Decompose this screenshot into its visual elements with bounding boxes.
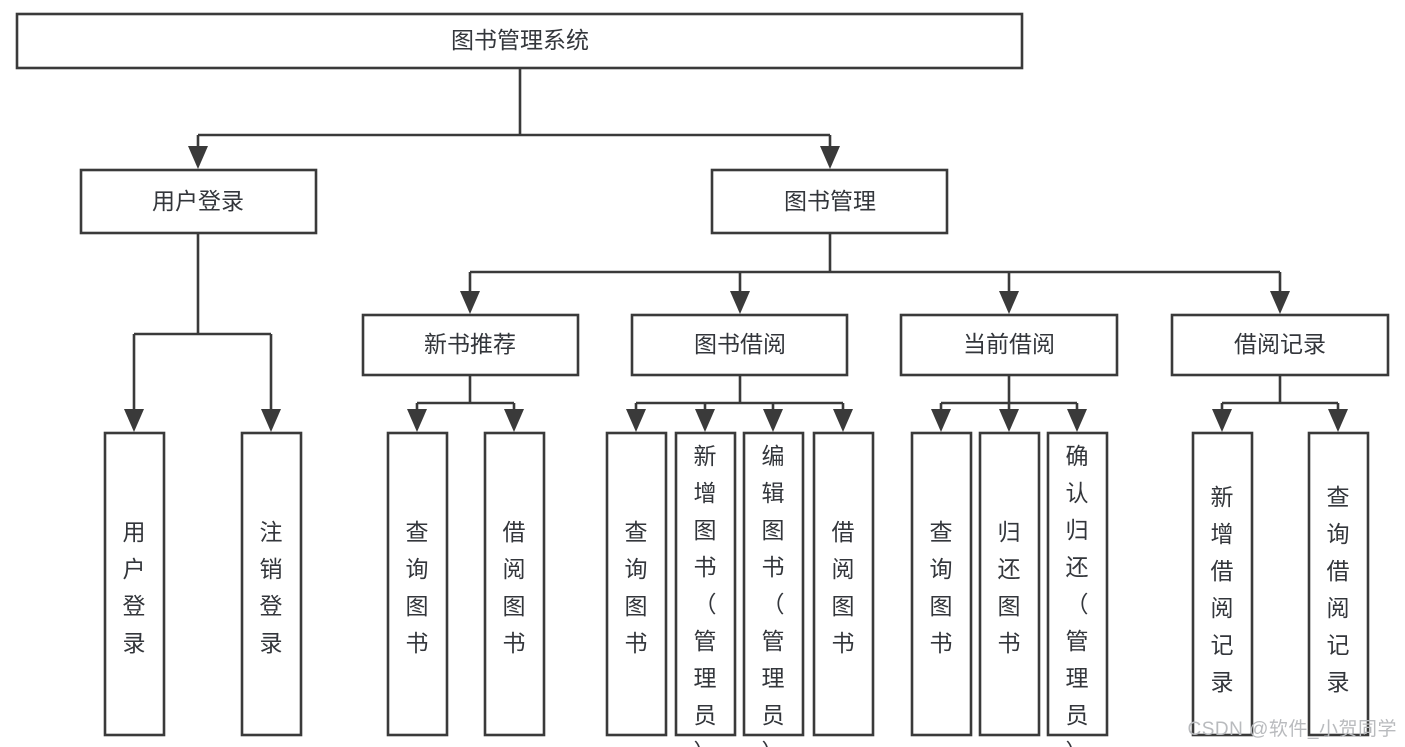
csdn-watermark: CSDN @软件_小贺同学 <box>1187 719 1397 740</box>
node-label-borrow-record: 借阅记录 <box>1234 331 1326 357</box>
leaf-label-add-book: 新增图书（管理员） <box>694 443 717 747</box>
node-borrow-record[interactable]: 借阅记录 <box>1170 313 1390 377</box>
node-box-root[interactable] <box>15 12 1024 70</box>
leaf-query-book-current[interactable]: 查询图书 <box>910 431 973 737</box>
arrow-head-book-borrow <box>730 291 750 314</box>
arrow-head-leaf-query-book-3 <box>931 409 951 432</box>
arrow-head-leaf-confirm-return <box>1067 409 1087 432</box>
arrow-head-leaf-query-record <box>1328 409 1348 432</box>
arrow-head-user-login <box>188 146 208 169</box>
arrow-head-current-borrow <box>999 291 1019 314</box>
leaf-box-query-record[interactable] <box>1307 431 1370 737</box>
node-box-current-borrow[interactable] <box>899 313 1119 377</box>
leaf-label-borrow-book-2: 借阅图书 <box>832 519 855 656</box>
leaf-query-book-recommend[interactable]: 查询图书 <box>386 431 449 737</box>
connector-layer <box>124 68 1348 432</box>
node-new-book-recommend[interactable]: 新书推荐 <box>361 313 580 377</box>
arrow-head-leaf-add-record <box>1212 409 1232 432</box>
leaf-box-borrow-book-2[interactable] <box>812 431 875 737</box>
leaf-label-query-book-1: 查询图书 <box>406 519 429 656</box>
leaf-box-confirm-return[interactable] <box>1046 431 1109 737</box>
leaf-box-query-book-2[interactable] <box>605 431 668 737</box>
leaf-borrow-book-borrow[interactable]: 借阅图书 <box>812 431 875 737</box>
arrow-head-leaf-borrow-book-1 <box>504 409 524 432</box>
node-label-current-borrow: 当前借阅 <box>963 331 1055 357</box>
arrow-head-leaf-edit-book <box>763 409 783 432</box>
leaf-query-book-borrow[interactable]: 查询图书 <box>605 431 668 737</box>
leaf-user-login[interactable]: 用户登录 <box>103 431 166 737</box>
leaf-label-add-record: 新增借阅记录 <box>1211 484 1234 695</box>
arrow-head-leaf-borrow-book-2 <box>833 409 853 432</box>
arrow-head-leaf-query-book-2 <box>626 409 646 432</box>
node-box-book-borrow[interactable] <box>630 313 849 377</box>
leaf-logout[interactable]: 注销登录 <box>240 431 303 737</box>
leaf-label-return-book: 归还图书 <box>998 519 1021 656</box>
node-label-user-login: 用户登录 <box>152 188 244 214</box>
leaf-box-query-book-3[interactable] <box>910 431 973 737</box>
node-box-book-management[interactable] <box>710 168 949 235</box>
node-box-user-login[interactable] <box>79 168 318 235</box>
node-book-management[interactable]: 图书管理 <box>710 168 949 235</box>
arrow-head-borrow-record <box>1270 291 1290 314</box>
leaf-label-query-record: 查询借阅记录 <box>1327 484 1350 695</box>
node-label-book-borrow: 图书借阅 <box>694 331 786 357</box>
arrow-head-leaf-user-login <box>124 409 144 432</box>
leaf-edit-book-admin[interactable]: 编辑图书（管理员） <box>742 431 805 747</box>
node-user-login[interactable]: 用户登录 <box>79 168 318 235</box>
leaf-box-user-login[interactable] <box>103 431 166 737</box>
leaf-label-edit-book: 编辑图书（管理员） <box>762 443 785 747</box>
leaf-box-query-book-1[interactable] <box>386 431 449 737</box>
arrow-head-leaf-return-book <box>999 409 1019 432</box>
leaf-add-borrow-record[interactable]: 新增借阅记录 <box>1191 431 1254 737</box>
leaf-return-book[interactable]: 归还图书 <box>978 431 1041 737</box>
leaf-box-logout[interactable] <box>240 431 303 737</box>
leaf-borrow-book-recommend[interactable]: 借阅图书 <box>483 431 546 737</box>
leaf-label-user-login: 用户登录 <box>123 519 146 656</box>
leaf-box-return-book[interactable] <box>978 431 1041 737</box>
arrow-head-new-book-recommend <box>460 291 480 314</box>
node-book-borrow[interactable]: 图书借阅 <box>630 313 849 377</box>
leaf-box-add-book[interactable] <box>674 431 737 737</box>
leaf-box-edit-book[interactable] <box>742 431 805 737</box>
arrow-head-book-manage <box>820 146 840 169</box>
node-label-book-management: 图书管理 <box>784 188 876 214</box>
node-label-new-book-recommend: 新书推荐 <box>424 331 516 357</box>
leaf-label-confirm-return: 确认归还（管理员） <box>1066 443 1089 747</box>
leaf-query-borrow-record[interactable]: 查询借阅记录 <box>1307 431 1370 737</box>
leaf-box-borrow-book-1[interactable] <box>483 431 546 737</box>
arrow-head-leaf-query-book-1 <box>407 409 427 432</box>
leaf-label-query-book-2: 查询图书 <box>625 519 648 656</box>
node-label-root: 图书管理系统 <box>451 27 589 53</box>
node-current-borrow[interactable]: 当前借阅 <box>899 313 1119 377</box>
leaf-label-query-book-3: 查询图书 <box>930 519 953 656</box>
arrow-head-leaf-add-book <box>695 409 715 432</box>
leaf-box-add-record[interactable] <box>1191 431 1254 737</box>
node-box-new-book-recommend[interactable] <box>361 313 580 377</box>
node-root-book-management-system[interactable]: 图书管理系统 <box>15 12 1024 70</box>
node-box-borrow-record[interactable] <box>1170 313 1390 377</box>
leaf-add-book-admin[interactable]: 新增图书（管理员） <box>674 431 737 747</box>
leaf-label-logout: 注销登录 <box>260 519 283 656</box>
leaf-confirm-return-admin[interactable]: 确认归还（管理员） <box>1046 431 1109 747</box>
arrow-head-leaf-logout <box>261 409 281 432</box>
leaf-label-borrow-book-1: 借阅图书 <box>503 519 526 656</box>
